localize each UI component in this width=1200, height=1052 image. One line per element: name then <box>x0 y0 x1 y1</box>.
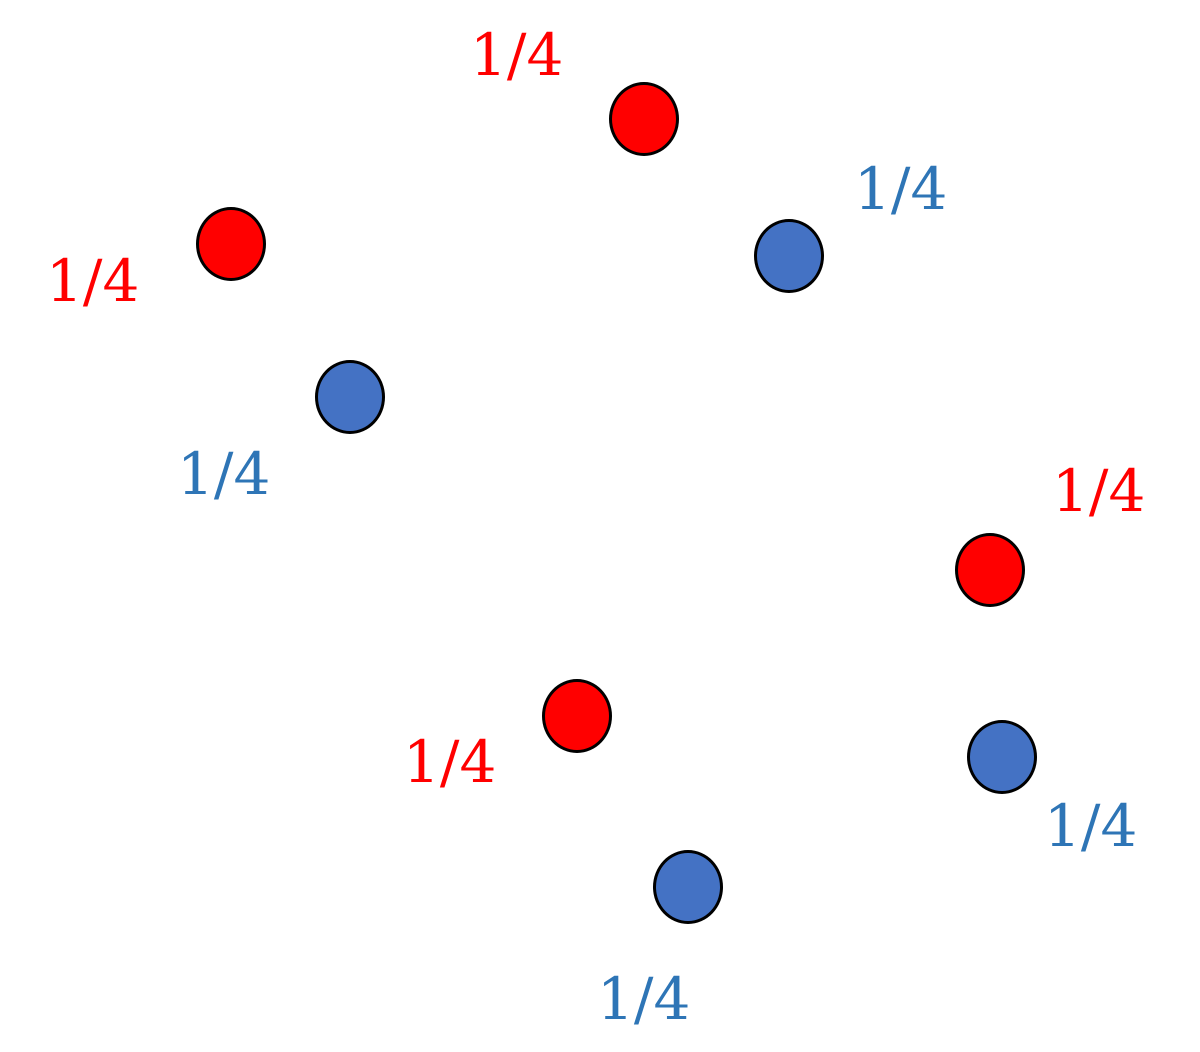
blue-point <box>754 219 824 293</box>
red-point <box>196 207 266 281</box>
blue-point <box>315 360 385 434</box>
red-point <box>955 533 1025 607</box>
blue-point-weight-label: 1/4 <box>1044 792 1138 860</box>
red-point-weight-label: 1/4 <box>46 247 140 315</box>
blue-point-weight-label: 1/4 <box>597 965 691 1033</box>
red-point-weight-label: 1/4 <box>470 21 564 89</box>
red-point <box>609 82 679 156</box>
blue-point-weight-label: 1/4 <box>177 440 271 508</box>
blue-point <box>967 720 1037 794</box>
red-point-weight-label: 1/4 <box>403 728 497 796</box>
blue-point-weight-label: 1/4 <box>854 155 948 223</box>
red-point-weight-label: 1/4 <box>1052 457 1146 525</box>
blue-point <box>653 850 723 924</box>
red-point <box>542 679 612 753</box>
